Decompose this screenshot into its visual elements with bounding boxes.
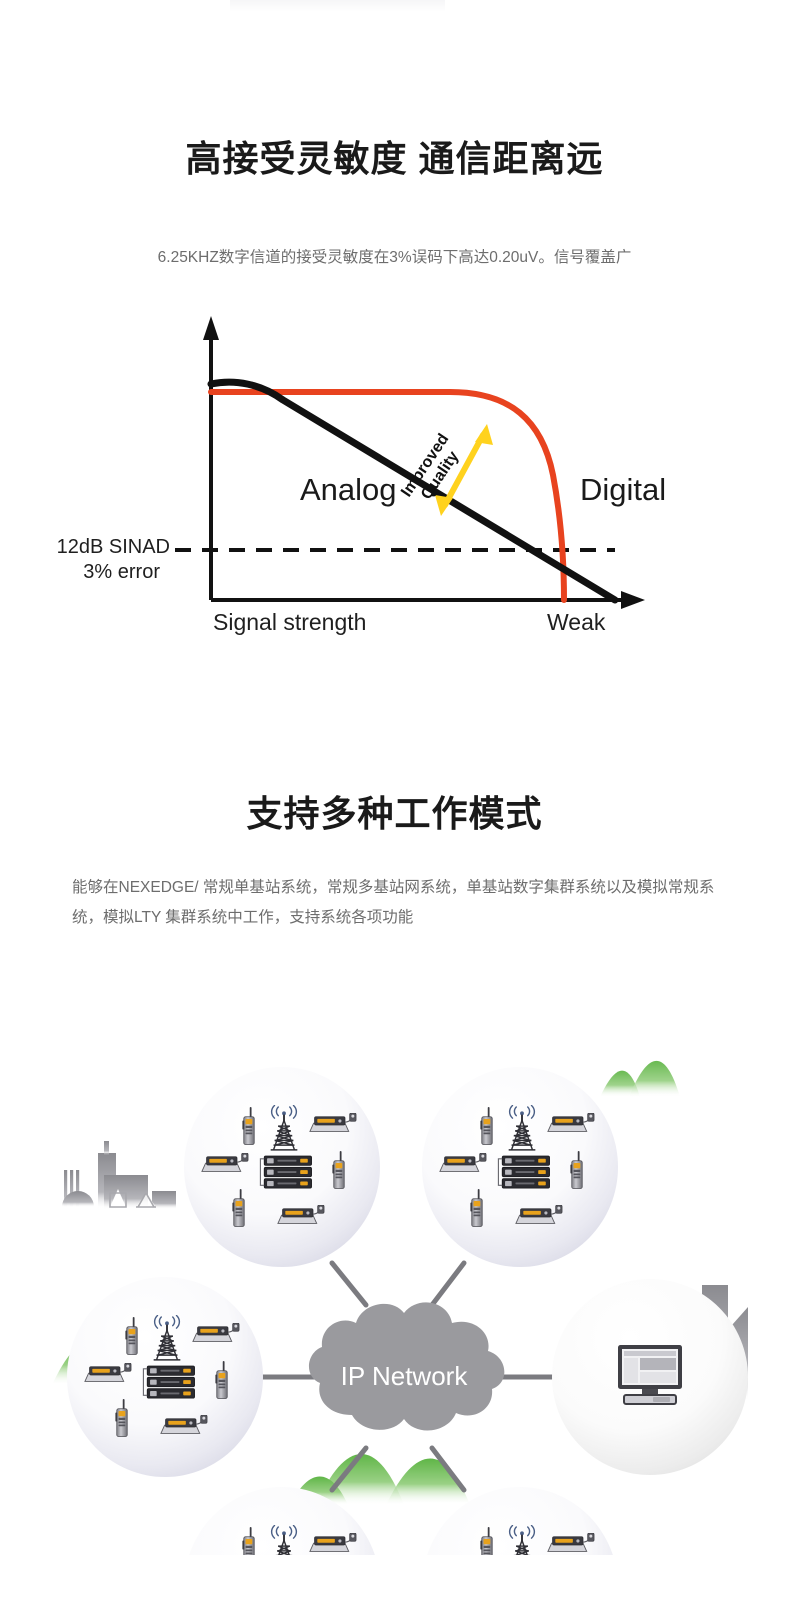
- x-axis: [211, 591, 645, 609]
- network-links: [259, 1260, 555, 1493]
- sensitivity-chart-svg: Improved Quality Analog Digital 12dB SIN…: [57, 316, 666, 635]
- site-node-middle-left[interactable]: [67, 1277, 263, 1477]
- threshold-label-error: 3% error: [83, 561, 160, 583]
- y-axis: [203, 316, 219, 600]
- decoration-green-hills-top-right: [600, 1060, 680, 1097]
- network-topology-svg: IP Network: [52, 1060, 748, 1555]
- section-title-reception-sensitivity: 高接受灵敏度 通信距离远: [185, 138, 604, 179]
- link-top-right-to-cloud: [429, 1260, 467, 1308]
- section-description-operating-modes: 能够在NEXEDGE/ 常规单基站系统，常规多基站网系统，单基站数字集群系统以及…: [72, 879, 715, 926]
- annotation-analog: Analog: [300, 472, 397, 507]
- link-bottom-right-to-cloud: [429, 1445, 467, 1493]
- site-node-top-left[interactable]: [184, 1067, 380, 1267]
- network-topology-diagram: IP Network: [0, 985, 789, 1555]
- threshold-label-sinad: 12dB SINAD: [57, 536, 170, 558]
- annotation-digital: Digital: [580, 472, 666, 507]
- analog-curve: [207, 378, 619, 604]
- ip-network-label: IP Network: [341, 1361, 469, 1391]
- link-bottom-left-to-cloud: [329, 1445, 369, 1493]
- site-node-bottom-left[interactable]: [184, 1487, 380, 1555]
- x-axis-label-signal-strength: Signal strength: [213, 609, 366, 635]
- link-top-left-to-cloud: [329, 1260, 369, 1308]
- site-node-bottom-right[interactable]: [422, 1487, 618, 1555]
- x-axis-label-weak: Weak: [547, 609, 606, 635]
- sensitivity-chart: Improved Quality Analog Digital 12dB SIN…: [55, 300, 675, 640]
- decoration-factory-skyline-left: [62, 1141, 176, 1209]
- site-node-top-right[interactable]: [422, 1067, 618, 1267]
- improved-quality-arrow: [435, 424, 493, 516]
- desktop-computer-icon: [617, 1344, 683, 1405]
- section-description-reception-sensitivity: 6.25KHZ数字信道的接受灵敏度在3%误码下高达0.20uV。信号覆盖广: [157, 249, 632, 266]
- annotation-improved-quality: Improved Quality: [398, 431, 462, 503]
- dispatch-console-node[interactable]: [552, 1279, 748, 1475]
- top-edge-artifact: [230, 0, 445, 12]
- section-title-operating-modes: 支持多种工作模式: [246, 793, 543, 834]
- ip-network-cloud[interactable]: IP Network: [308, 1302, 505, 1431]
